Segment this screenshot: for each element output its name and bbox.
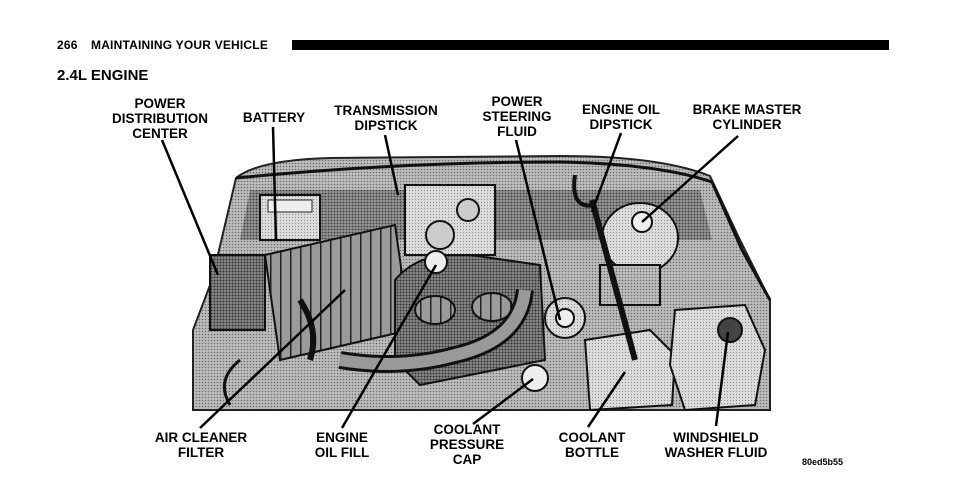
label-coolant-bottle: COOLANT BOTTLE <box>558 430 626 460</box>
label-brake-master-cylinder: BRAKE MASTER CYLINDER <box>692 102 802 132</box>
label-power-steering-fluid: POWER STEERING FLUID <box>482 94 552 139</box>
coolant-bottle-shape <box>583 328 677 412</box>
label-windshield-washer-fluid: WINDSHIELD WASHER FLUID <box>664 430 768 460</box>
page-number: 266 <box>57 38 78 52</box>
valve-cover-port-left <box>414 295 456 325</box>
section-title: 2.4L ENGINE <box>57 67 149 84</box>
label-air-cleaner-filter: AIR CLEANER FILTER <box>154 430 248 460</box>
washer-reservoir-shape <box>668 303 767 412</box>
leader-power-distribution-center <box>160 139 220 276</box>
label-battery: BATTERY <box>242 110 306 125</box>
figure-code: 80ed5b55 <box>802 457 844 467</box>
label-engine-oil-fill: ENGINE OIL FILL <box>314 430 370 460</box>
leader-battery <box>271 126 278 241</box>
header-rule <box>292 40 889 50</box>
label-coolant-pressure-cap: COOLANT PRESSURE CAP <box>429 422 505 467</box>
leader-engine-oil-fill <box>340 264 438 429</box>
leader-air-cleaner-filter <box>199 289 346 429</box>
leader-transmission-dipstick <box>383 134 400 196</box>
label-transmission-dipstick: TRANSMISSION DIPSTICK <box>334 103 438 133</box>
power-distribution-center-box <box>209 254 266 331</box>
label-power-distribution-center: POWER DISTRIBUTION CENTER <box>112 96 208 141</box>
coolant-pressure-cap <box>521 364 549 392</box>
leader-windshield-washer-fluid <box>714 331 730 427</box>
hood-line <box>235 160 713 184</box>
washer-cap <box>717 317 743 343</box>
leader-coolant-pressure-cap <box>472 378 534 425</box>
leader-brake-master-cylinder <box>641 135 739 223</box>
label-engine-oil-dipstick: ENGINE OIL DIPSTICK <box>581 102 661 132</box>
engine-oil-fill-cap <box>424 250 448 274</box>
leader-coolant-bottle <box>586 371 627 428</box>
chapter-title: MAINTAINING YOUR VEHICLE <box>91 38 269 52</box>
leader-engine-oil-dipstick <box>590 132 623 213</box>
leader-lines <box>160 126 739 429</box>
leader-power-steering-fluid <box>514 139 562 321</box>
